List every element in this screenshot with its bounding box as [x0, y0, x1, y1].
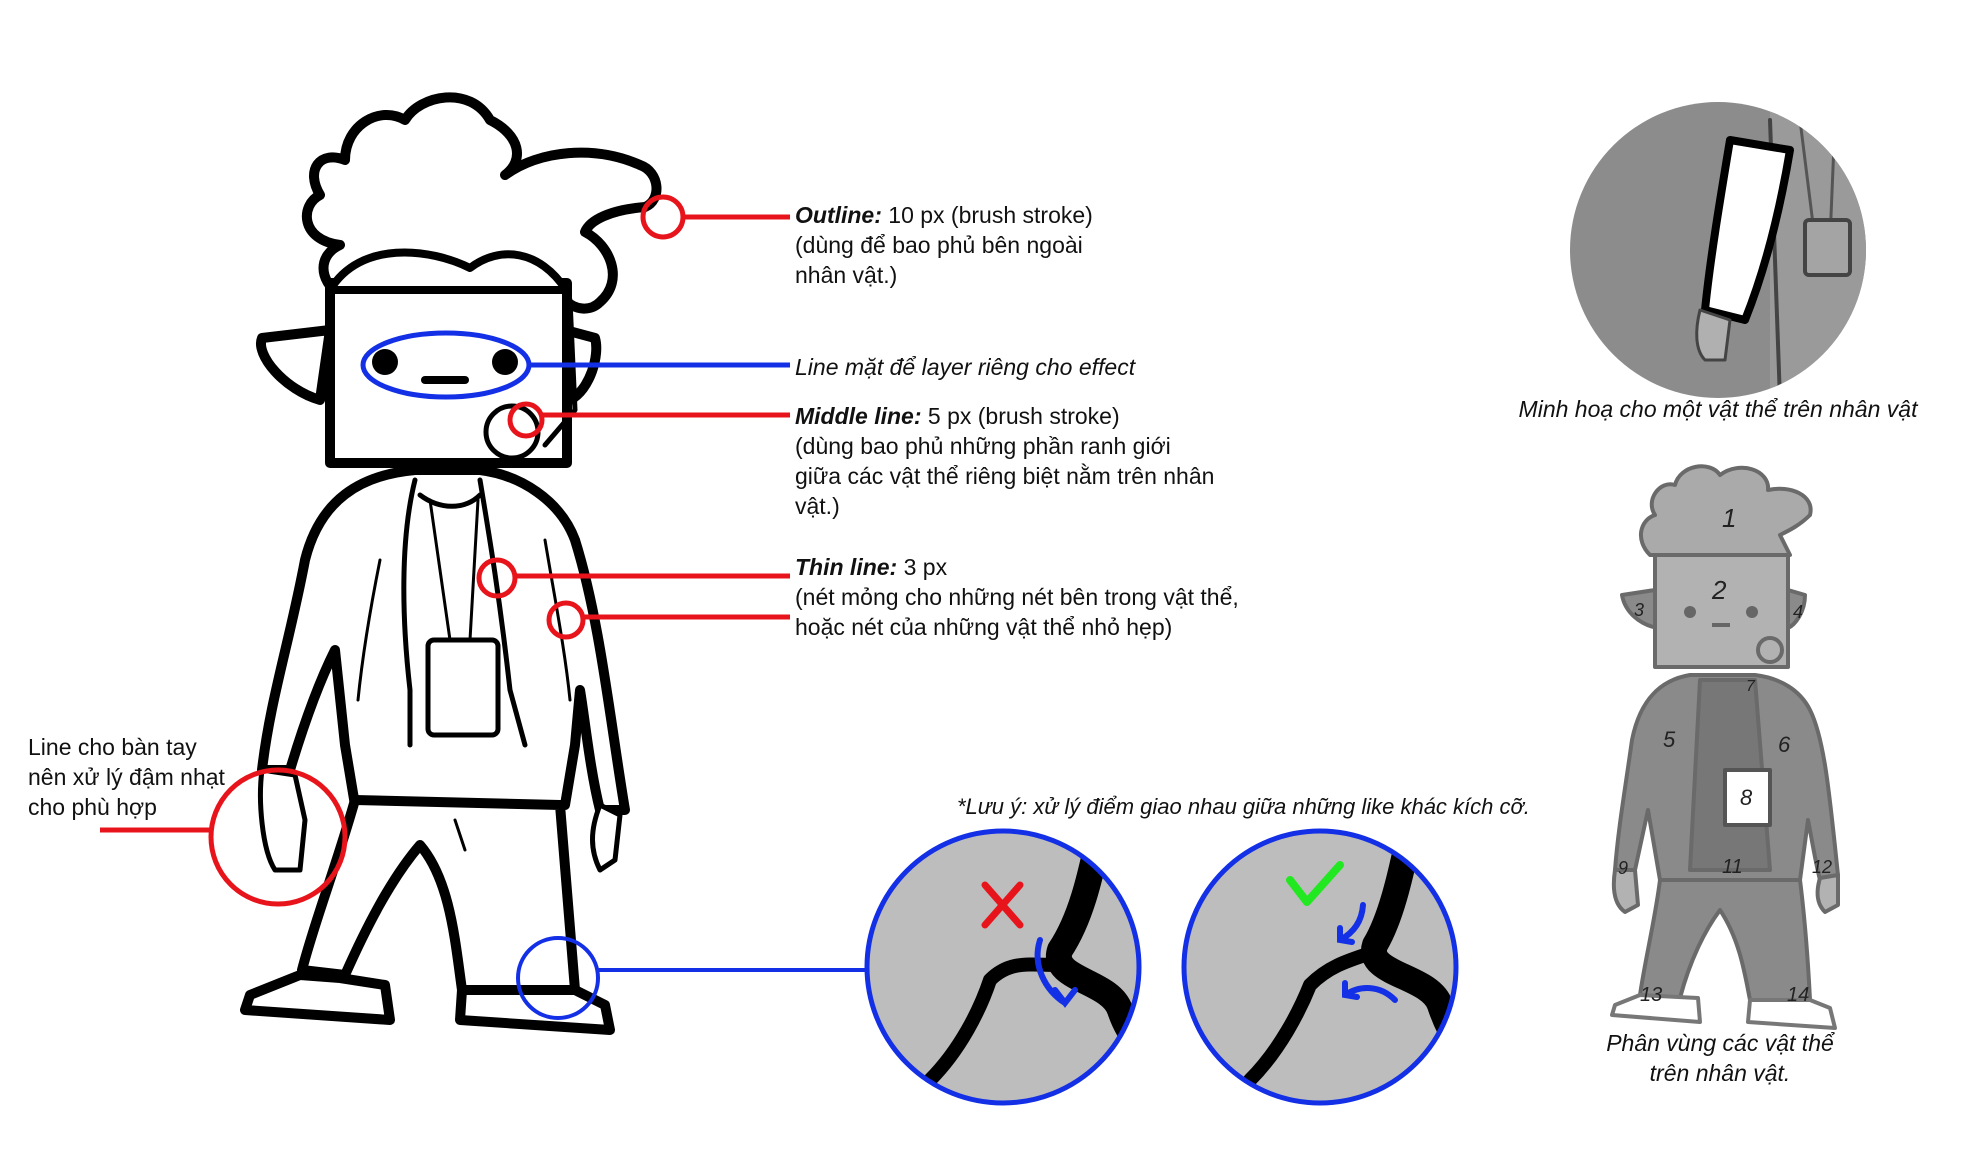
bad-thin-line: [923, 957, 1067, 1087]
region-pants: [1638, 878, 1812, 1002]
region-shoe-left: [1610, 993, 1702, 1024]
outline-title: Outline:: [795, 202, 882, 228]
region-number-4: 4: [1793, 602, 1804, 622]
hand-desc-1: Line cho bàn tay: [28, 734, 197, 760]
hand-desc-3: cho phù hợp: [28, 794, 157, 820]
callout-outline: [640, 194, 790, 240]
thin-line-title: Thin line:: [795, 554, 898, 580]
region-number-1: 1: [1722, 503, 1737, 533]
region-number-14: 14: [1787, 984, 1810, 1006]
region-number-13: 13: [1640, 984, 1663, 1006]
good-arrow-2: [1342, 980, 1398, 1003]
object-illustration: [1570, 102, 1866, 398]
jacket-right: [477, 477, 528, 748]
thin-line-value: 3 px: [903, 554, 948, 580]
region-hand-left: [1611, 868, 1640, 914]
middle-line-desc-3: vật.): [795, 493, 840, 519]
hand-label: Line cho bàn tay nên xử lý đậm nhạt cho …: [28, 732, 225, 822]
middle-line-desc-2: giữa các vật thể riêng biệt nằm trên nhâ…: [795, 463, 1215, 489]
good-thin-line: [1243, 943, 1387, 1087]
left-hand: [258, 767, 308, 873]
good-joint-example: [1181, 828, 1459, 1106]
joint-callout-circle: [516, 936, 600, 1020]
region-number-9: 9: [1618, 858, 1629, 878]
callout-middle: [507, 401, 790, 439]
left-shoe: [240, 970, 395, 1025]
collar: [417, 492, 483, 509]
region-hair: [1639, 464, 1813, 557]
middle-callout-circle: [507, 401, 545, 439]
thin-line-desc-1: (nét mỏng cho những nét bên trong vật th…: [795, 584, 1239, 610]
region-hand-right: [1815, 873, 1840, 914]
bad-joint-example: [864, 828, 1142, 1106]
callout-face: [360, 330, 790, 400]
pants-outline: [297, 795, 580, 995]
right-hand: [590, 802, 623, 873]
jacket-left: [401, 477, 418, 748]
left-eye: [372, 349, 398, 375]
callout-thin: [476, 557, 790, 640]
middle-line-label: Middle line: 5 px (brush stroke) (dùng b…: [795, 401, 1214, 521]
arm-crease-right: [543, 538, 572, 702]
region-number-5: 5: [1663, 727, 1676, 752]
regions-caption-2: trên nhân vật.: [1649, 1060, 1791, 1086]
outline-callout-circle: [640, 194, 686, 240]
right-eye: [492, 349, 518, 375]
region-number-3: 3: [1634, 600, 1645, 620]
lanyard: [428, 498, 480, 642]
callout-hand: [100, 767, 348, 907]
arm-crease-left: [356, 558, 382, 702]
headset-band: [542, 297, 578, 448]
region-number-8: 8: [1740, 785, 1753, 810]
hand-desc-2: nên xử lý đậm nhạt: [28, 764, 225, 790]
illus-hand: [1695, 308, 1732, 362]
illus-sleeve: [1701, 136, 1794, 324]
middle-line-desc-1: (dùng bao phủ những phần ranh giới: [795, 433, 1171, 459]
illus-badge: [1803, 218, 1852, 277]
outline-desc-1: (dùng để bao phủ bên ngoài: [795, 232, 1083, 258]
region-shoe-right: [1746, 998, 1837, 1030]
region-character: [1610, 464, 1840, 1030]
bad-arrow: [1034, 937, 1078, 1008]
face-line-label: Line mặt để layer riêng cho effect: [795, 354, 1136, 380]
object-illustration-caption: Minh hoạ cho một vật thể trên nhân vật: [1518, 396, 1918, 422]
regions-caption-1: Phân vùng các vật thể: [1606, 1030, 1834, 1056]
region-badge: [1723, 768, 1772, 827]
good-arrow-1: [1337, 902, 1366, 945]
region-number-7: 7: [1746, 678, 1755, 695]
main-character: [240, 92, 662, 1035]
badge: [425, 637, 501, 738]
thin-line-label: Thin line: 3 px (nét mỏng cho những nét …: [795, 552, 1239, 642]
outline-value: 10 px (brush stroke): [888, 202, 1093, 228]
region-number-2: 2: [1712, 575, 1727, 605]
hair-front: [326, 248, 570, 294]
region-number-6: 6: [1778, 732, 1791, 757]
region-number-12: 12: [1812, 857, 1833, 877]
regions-caption: Phân vùng các vật thể trên nhân vật.: [1520, 1028, 1920, 1088]
middle-line-title: Middle line:: [795, 403, 922, 429]
thin-callout-circle-2: [546, 600, 586, 640]
pants-mid: [453, 818, 467, 852]
thin-line-desc-2: hoặc nét của những vật thể nhỏ hẹp): [795, 614, 1173, 640]
outline-desc-2: nhân vật.): [795, 262, 898, 288]
hand-callout-circle: [208, 767, 348, 907]
good-thick-line: [1361, 831, 1456, 1093]
cross-icon: [981, 881, 1024, 929]
middle-line-value: 5 px (brush stroke): [927, 403, 1120, 429]
outline-label: Outline: 10 px (brush stroke) (dùng để b…: [795, 200, 1093, 290]
region-mic: [1756, 636, 1784, 664]
check-icon: [1286, 861, 1344, 906]
left-ear: [256, 325, 335, 405]
region-number-11: 11: [1722, 856, 1743, 878]
joint-note: *Lưu ý: xử lý điểm giao nhau giữa những …: [957, 794, 1530, 819]
